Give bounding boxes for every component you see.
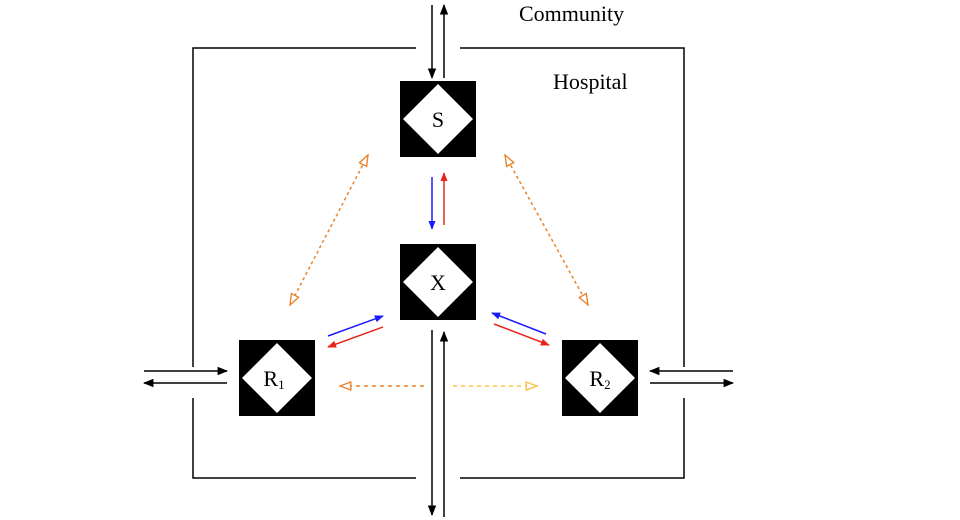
community-s-flow: [427, 3, 449, 80]
hospital-label: Hospital: [553, 69, 628, 94]
node-r2-label: R2: [589, 366, 610, 392]
arrow-r2-to-x: [491, 312, 547, 335]
node-s[interactable]: S: [400, 81, 476, 157]
r1-community-flow: [142, 366, 229, 388]
dotted-arrow-s-r2: [505, 155, 588, 305]
dotted-arrow-s-r1: [290, 155, 368, 305]
node-r2-subscript: 2: [604, 377, 611, 392]
node-r1-label: R1: [263, 366, 284, 392]
node-r2[interactable]: R2: [562, 340, 638, 416]
x-community-flow: [427, 330, 449, 517]
arrow-x-to-r1: [327, 326, 384, 348]
node-x[interactable]: X: [400, 244, 476, 320]
node-r2-letter: R: [589, 366, 604, 391]
node-s-label: S: [432, 107, 444, 132]
node-r1-subscript: 1: [278, 377, 285, 392]
arrow-x-to-r2: [493, 323, 550, 346]
r2-community-flow: [648, 366, 735, 388]
node-r1-letter: R: [263, 366, 278, 391]
community-label: Community: [519, 1, 624, 26]
node-r1[interactable]: R1: [239, 340, 315, 416]
node-x-label: X: [430, 270, 446, 295]
hospital-boundary: [192, 47, 685, 479]
arrow-r1-to-x: [327, 315, 384, 337]
